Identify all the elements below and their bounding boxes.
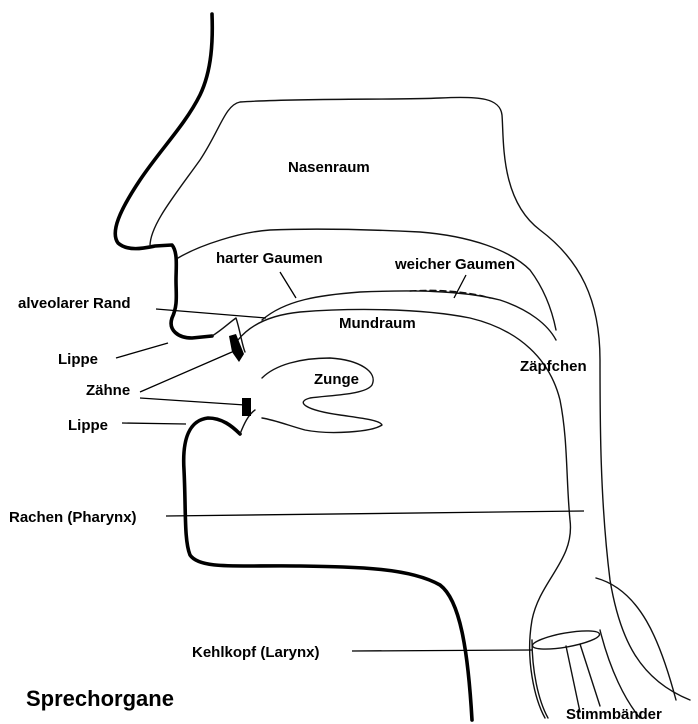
vocal-cord-1 (566, 646, 580, 712)
tongue-outline (262, 358, 382, 432)
diagram-title: Sprechorgane (26, 686, 174, 711)
larynx-front (596, 578, 676, 700)
leader-teeth-upper (140, 352, 232, 392)
nasal-cavity-outline (150, 97, 690, 700)
label-upper-lip: Lippe (58, 351, 98, 368)
label-tongue: Zunge (314, 371, 359, 388)
label-oral-cavity: Mundraum (339, 315, 416, 332)
vocal-cord-2 (580, 644, 600, 706)
leader-lip-upper (116, 343, 168, 358)
leader-soft-palate (454, 275, 466, 298)
leader-teeth-lower (140, 398, 245, 405)
label-soft-palate: weicher Gaumen (394, 256, 515, 273)
label-uvula: Zäpfchen (520, 358, 587, 375)
leader-larynx (352, 650, 532, 651)
label-lower-lip: Lippe (68, 417, 108, 434)
label-vocal-cords: Stimmbänder (566, 706, 662, 723)
larynx-right-wall (600, 630, 640, 718)
leader-pharynx (166, 511, 584, 516)
label-alveolar-ridge: alveolarer Rand (18, 295, 131, 312)
face-profile-upper (115, 14, 212, 338)
label-pharynx: Rachen (Pharynx) (9, 509, 137, 526)
label-nasal-cavity: Nasenraum (288, 159, 370, 176)
label-larynx: Kehlkopf (Larynx) (192, 644, 320, 661)
label-hard-palate: harter Gaumen (216, 250, 323, 267)
label-teeth: Zähne (86, 382, 130, 399)
leader-lip-lower (122, 423, 186, 424)
lower-teeth (242, 398, 251, 416)
leader-hard-palate (280, 272, 296, 298)
face-profile-lower (184, 418, 472, 720)
